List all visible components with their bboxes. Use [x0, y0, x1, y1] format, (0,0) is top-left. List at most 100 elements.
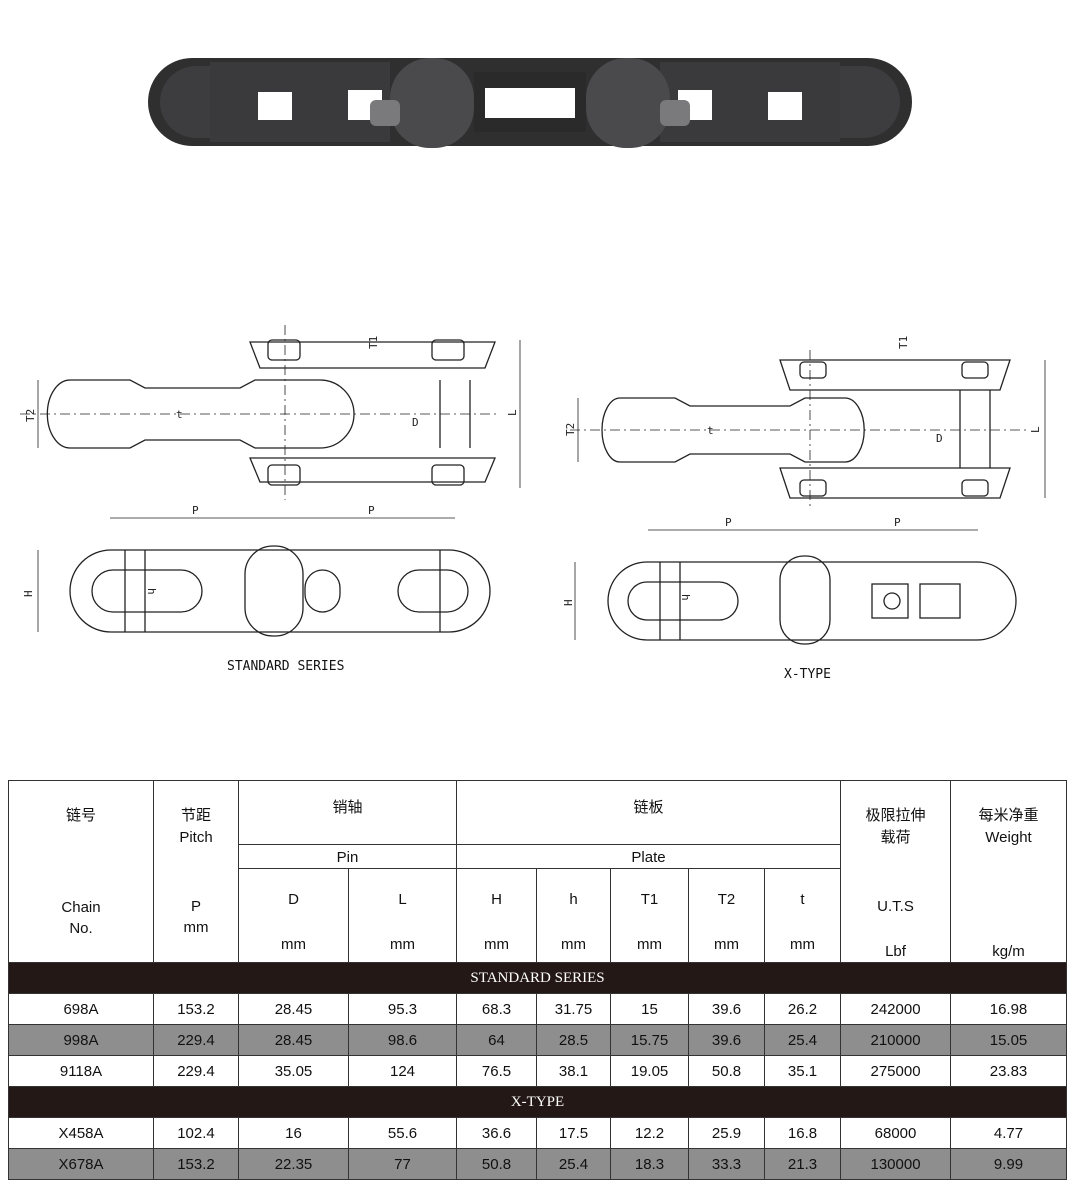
header-weight: 每米净重 Weight kg/m: [950, 780, 1068, 963]
table-cell: 16.8: [764, 1117, 842, 1149]
header-pitch: 节距 Pitch P mm: [153, 780, 239, 963]
standard-side-view: [37, 517, 491, 637]
header-pitch-cn: 节距: [180, 807, 211, 824]
chain-photo: [148, 58, 912, 148]
table-cell: 35.05: [238, 1055, 349, 1087]
table-cell: 4.77: [950, 1117, 1068, 1149]
label-T1-std: T1: [367, 336, 380, 349]
header-uts-unit: Lbf: [885, 943, 906, 960]
table-cell: 9118A: [8, 1055, 154, 1087]
table-cell: 242000: [840, 993, 952, 1025]
table-cell: 275000: [840, 1055, 952, 1087]
label-D-std: D: [412, 416, 419, 429]
table-cell: X678A: [8, 1148, 154, 1180]
table-cell: 31.75: [536, 993, 612, 1025]
section-title: X-TYPE: [7, 1086, 1068, 1118]
table-cell: 50.8: [688, 1055, 766, 1087]
table-cell: 35.1: [764, 1055, 842, 1087]
table-cell: 25.9: [688, 1117, 766, 1149]
table-cell: 153.2: [153, 993, 239, 1025]
table-cell: 229.4: [153, 1055, 239, 1087]
table-cell: 25.4: [536, 1148, 612, 1180]
table-cell: 68000: [840, 1117, 952, 1149]
table-cell: 15.75: [610, 1024, 690, 1056]
section-header: STANDARD SERIES: [7, 962, 1068, 994]
standard-top-view: [20, 325, 521, 500]
table-cell: 64: [456, 1024, 538, 1056]
table-cell: 36.6: [456, 1117, 538, 1149]
table-cell: 153.2: [153, 1148, 239, 1180]
table-cell: 68.3: [456, 993, 538, 1025]
table-cell: 39.6: [688, 1024, 766, 1056]
label-h-std: h: [145, 588, 158, 595]
header-uts: 极限拉伸 载荷 U.T.S Lbf: [840, 780, 952, 963]
label-H-std: H: [22, 590, 35, 597]
table-cell: 28.45: [238, 993, 349, 1025]
table-cell: 130000: [840, 1148, 952, 1180]
caption-standard: STANDARD SERIES: [227, 659, 344, 674]
label-P-x-1: P: [725, 516, 732, 529]
table-cell: 15: [610, 993, 690, 1025]
header-chain-en1: Chain: [61, 899, 101, 916]
label-P-x-2: P: [894, 516, 901, 529]
header-chain-en2: No.: [69, 920, 93, 937]
table-cell: 210000: [840, 1024, 952, 1056]
xtype-side-view: [574, 529, 1017, 645]
table-cell: 16: [238, 1117, 349, 1149]
table-cell: 17.5: [536, 1117, 612, 1149]
table-cell: 229.4: [153, 1024, 239, 1056]
header-chain-no: 链号 Chain No.: [8, 780, 154, 963]
header-plate-cn: 链板: [456, 780, 842, 845]
header-weight-en: Weight: [985, 829, 1032, 846]
label-t-x: t: [707, 424, 714, 437]
table-cell: 12.2: [610, 1117, 690, 1149]
table-cell: 23.83: [950, 1055, 1068, 1087]
table-cell: 25.4: [764, 1024, 842, 1056]
table-cell: 16.98: [950, 993, 1068, 1025]
xtype-top-view: [570, 350, 1046, 510]
technical-drawings: T1 T2 t D L P P H h STANDARD SERIES T1 T…: [20, 325, 1046, 682]
table-cell: 18.3: [610, 1148, 690, 1180]
header-weight-cn: 每米净重: [978, 807, 1039, 824]
header-pitch-en: Pitch: [179, 829, 213, 846]
table-cell: 19.05: [610, 1055, 690, 1087]
label-H-x: H: [562, 599, 575, 606]
table-cell: 15.05: [950, 1024, 1068, 1056]
header-uts-cn2: 载荷: [880, 829, 911, 846]
table-cell: 22.35: [238, 1148, 349, 1180]
header-plate-en: Plate: [456, 844, 842, 870]
header-uts-cn1: 极限拉伸: [865, 807, 926, 824]
header-row-1: 链号 Chain No. 节距 Pitch P mm 销轴 链板 极限拉伸 载荷…: [8, 780, 1068, 963]
table-cell: 95.3: [347, 993, 458, 1025]
label-T1-x: T1: [897, 336, 910, 349]
section-header: X-TYPE: [7, 1086, 1068, 1118]
label-h-x: h: [679, 594, 692, 601]
label-T2-x: T2: [564, 423, 577, 436]
table-cell: 38.1: [536, 1055, 612, 1087]
label-D-x: D: [936, 432, 943, 445]
table-cell: 124: [347, 1055, 458, 1087]
header-pitch-unit: mm: [183, 919, 209, 936]
label-T2-std: T2: [24, 409, 37, 422]
table-cell: 21.3: [764, 1148, 842, 1180]
table-cell: 98.6: [347, 1024, 458, 1056]
table-cell: 77: [347, 1148, 458, 1180]
header-pin-en: Pin: [237, 844, 458, 870]
label-t-std: t: [176, 408, 183, 421]
table-cell: 998A: [8, 1024, 154, 1056]
table-cell: 26.2: [764, 993, 842, 1025]
table-cell: 76.5: [456, 1055, 538, 1087]
